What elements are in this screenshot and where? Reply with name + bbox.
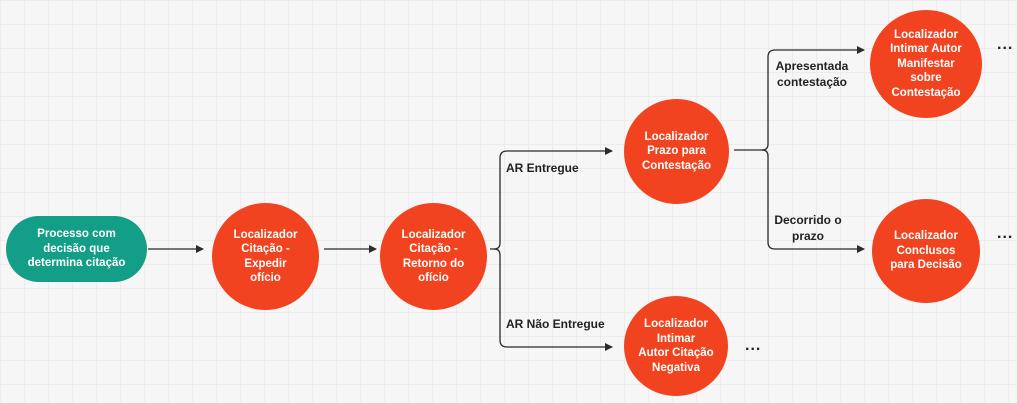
localizador-expedir-node[interactable]: Localizador Citação - Expedir ofício [212,203,319,310]
continuation-ellipsis-top: ... [997,36,1014,53]
start-node[interactable]: Processo com decisão que determina citaç… [6,216,147,282]
branch-retorno-lower [493,248,613,351]
localizador-prazo-node[interactable]: Localizador Prazo para Contestação [624,99,729,204]
edge-label-ar-nao-entregue: AR Não Entregue [506,317,605,331]
continuation-ellipsis-middle: ... [997,225,1014,242]
edge-label-ar-entregue: AR Entregue [506,161,579,175]
edge-label-decorrido: Decorrido o prazo [774,213,842,243]
continuation-ellipsis-bottom: ... [745,337,762,354]
localizador-conclusos-node[interactable]: Localizador Conclusos para Decisão [872,199,980,303]
branch-prazo-lower [761,149,865,253]
localizador-intimar-contestacao-node[interactable]: Localizador Intimar Autor Manifestar sob… [870,10,982,118]
edge-label-apresentada: Apresentada contestação [775,59,849,89]
localizador-intimar-negativa-node[interactable]: Localizador Intimar Autor Citação Negati… [624,296,728,396]
localizador-retorno-node[interactable]: Localizador Citação - Retorno do ofício [380,203,487,310]
